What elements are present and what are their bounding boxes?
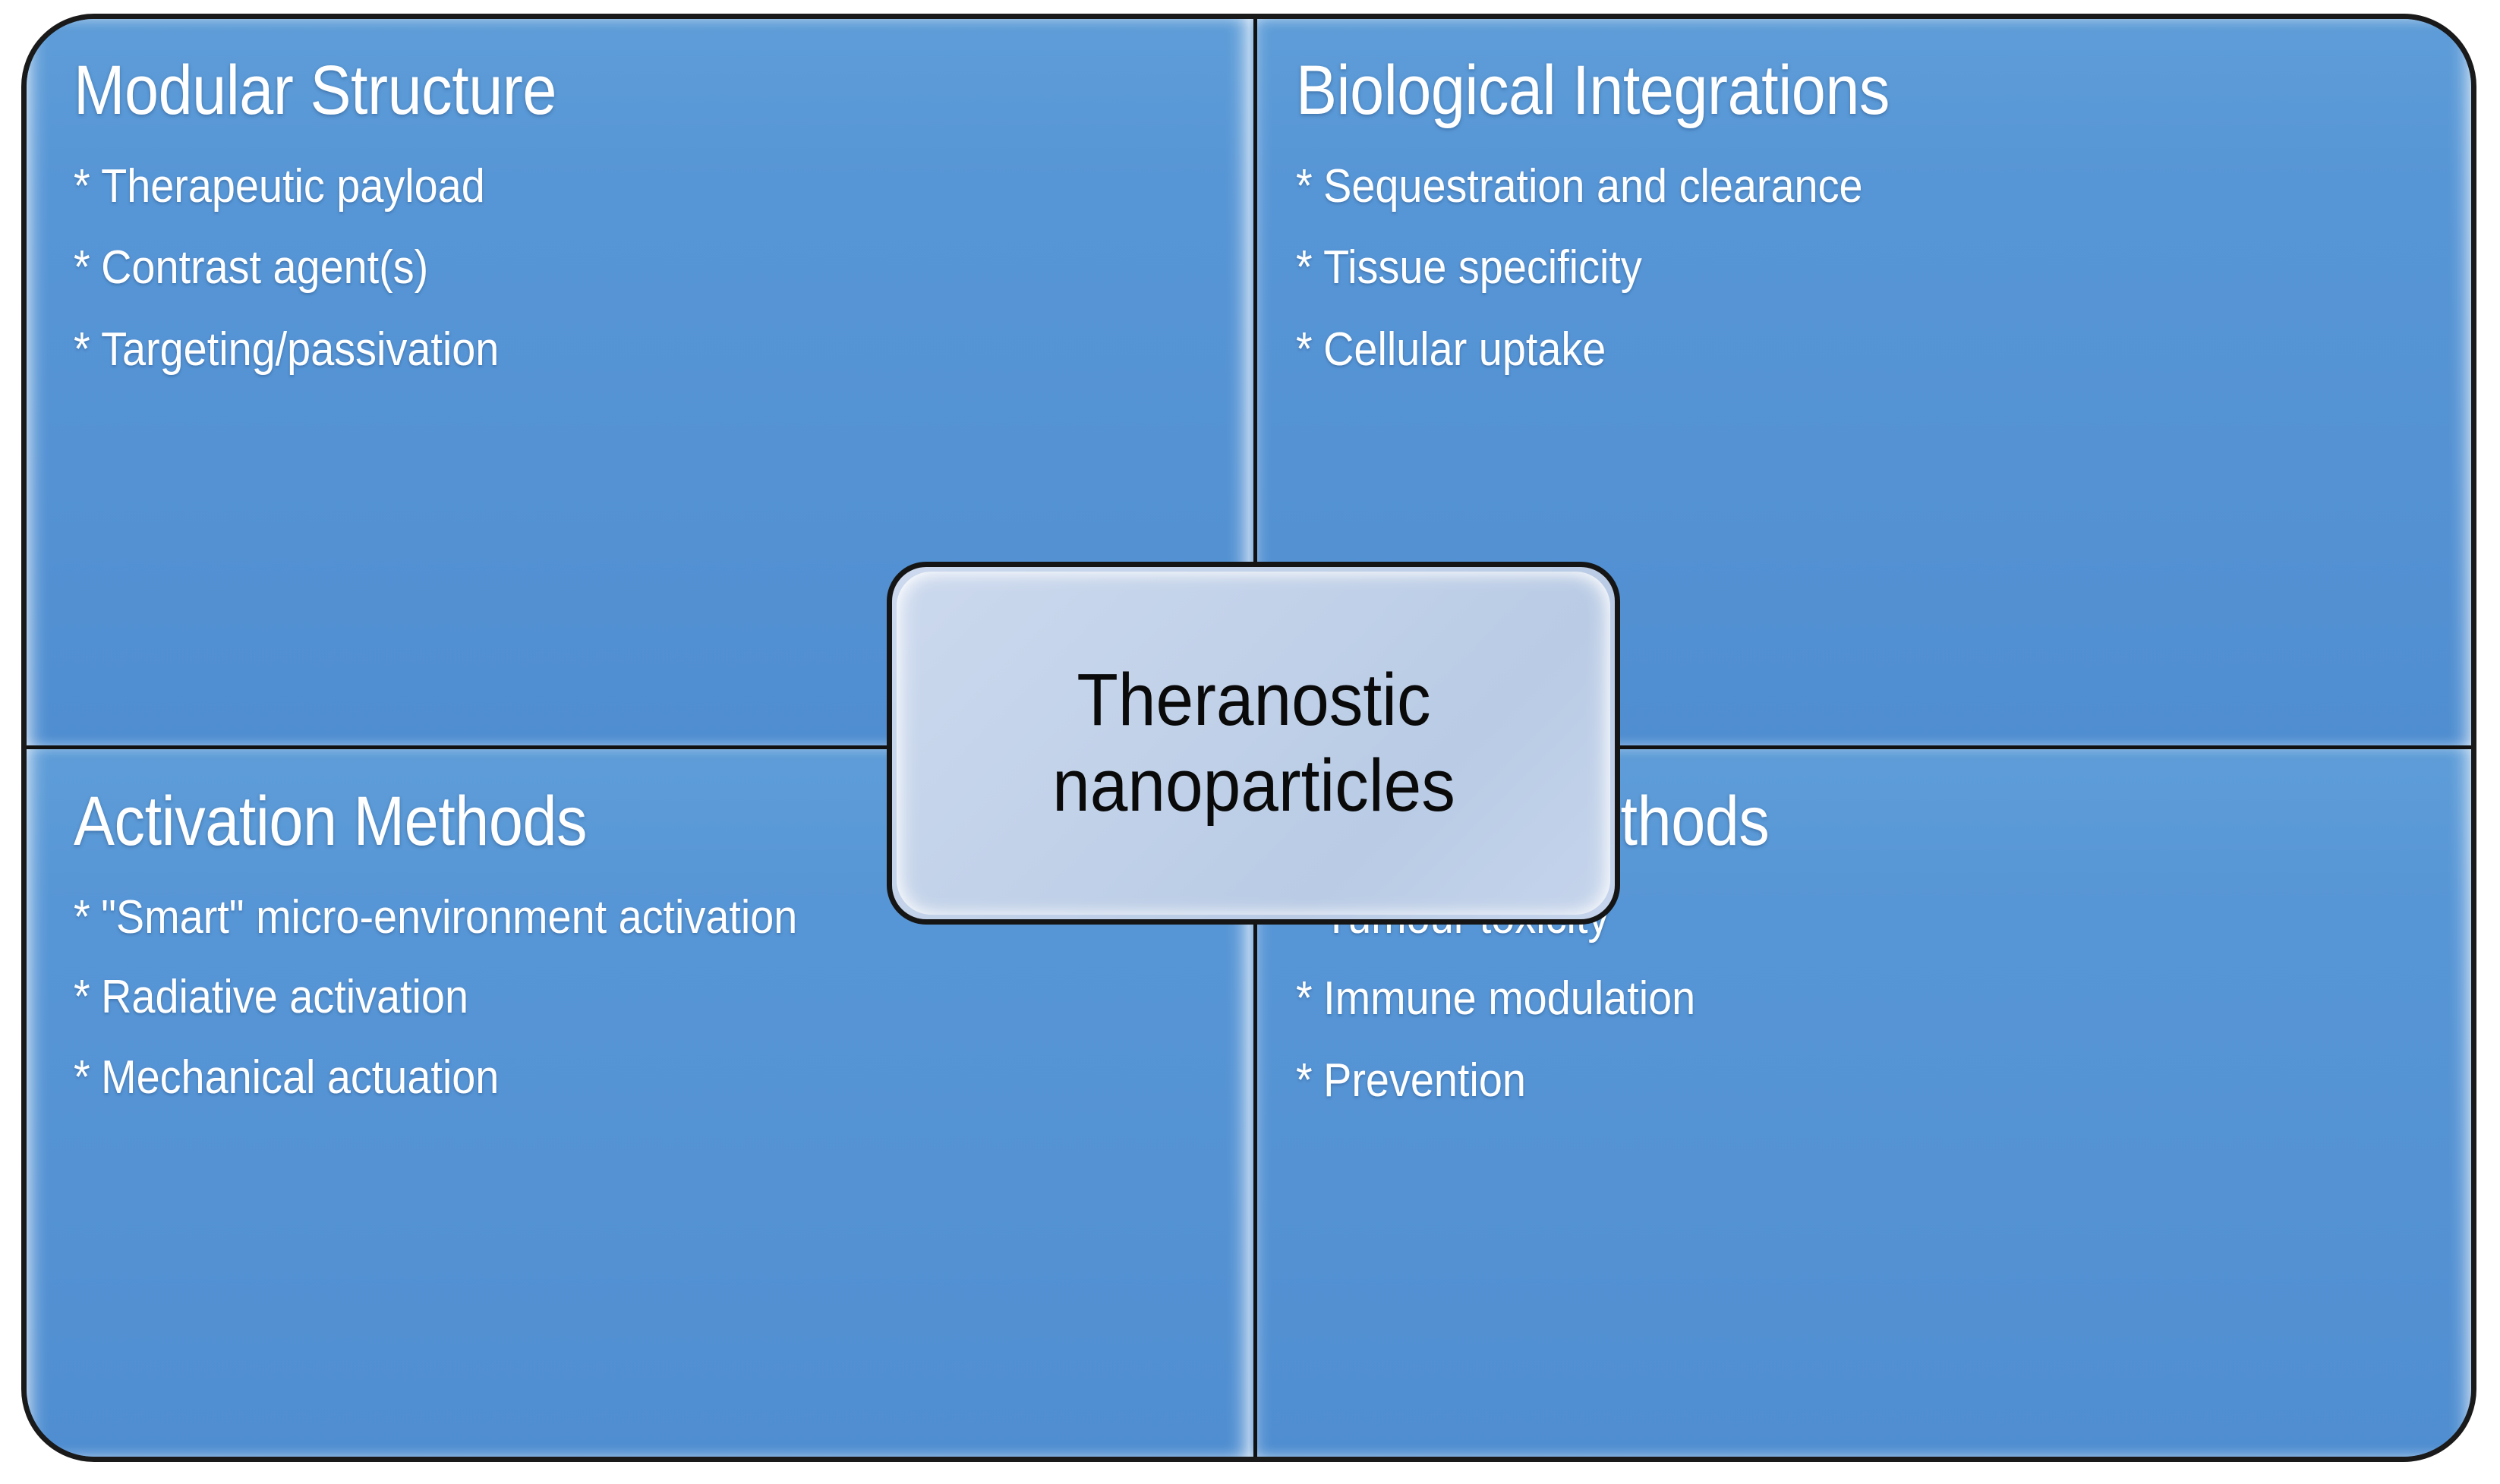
list-item-label: Radiative activation — [101, 971, 469, 1024]
list-item-label: Cellular uptake — [1323, 323, 1606, 376]
center-node-label-line-2: nanoparticles — [1051, 744, 1455, 827]
bullet-star-icon: * — [74, 159, 90, 213]
list-item: *Radiative activation — [74, 971, 1089, 1023]
list-item-label: Contrast agent(s) — [101, 241, 429, 295]
bullet-list-activation-methods: *"Smart" micro-environment activation *R… — [74, 891, 1202, 1104]
quadrant-modular-structure[interactable]: Modular Structure *Therapeutic payload *… — [27, 19, 1249, 747]
list-item-label: Immune modulation — [1323, 972, 1696, 1026]
list-item-label: "Smart" micro-environment activation — [101, 890, 798, 944]
quadrant-grid: Modular Structure *Therapeutic payload *… — [27, 19, 2471, 1457]
bullet-star-icon: * — [1296, 972, 1313, 1026]
bullet-star-icon: * — [74, 323, 90, 376]
quadrant-title-modular-structure: Modular Structure — [74, 52, 556, 129]
list-item-label: Prevention — [1323, 1054, 1526, 1107]
list-item-label: Tissue specificity — [1323, 241, 1642, 295]
bullet-star-icon: * — [1296, 1054, 1313, 1107]
bullet-list-biological-integrations: *Sequestration and clearance *Tissue spe… — [1296, 160, 2424, 376]
bullet-star-icon: * — [74, 1051, 90, 1104]
list-item: *Prevention — [1296, 1054, 2311, 1107]
bullet-star-icon: * — [74, 971, 90, 1024]
bullet-list-modular-structure: *Therapeutic payload *Contrast agent(s) … — [74, 160, 1202, 376]
list-item: *Cellular uptake — [1296, 323, 2311, 376]
list-item-label: Sequestration and clearance — [1323, 159, 1863, 213]
list-item: *Mechanical actuation — [74, 1051, 1089, 1104]
bullet-star-icon: * — [74, 241, 90, 295]
list-item: *Immune modulation — [1296, 972, 2311, 1025]
bullet-star-icon: * — [1296, 241, 1313, 295]
center-node-label: Theranostic nanoparticles — [1052, 657, 1455, 828]
list-item-label: Therapeutic payload — [101, 159, 485, 213]
quadrant-title-activation-methods: Activation Methods — [74, 783, 588, 860]
list-item: *Tissue specificity — [1296, 241, 2311, 294]
bullet-star-icon: * — [74, 890, 90, 944]
center-node-label-line-1: Theranostic — [1076, 658, 1431, 742]
quadrant-title-biological-integrations: Biological Integrations — [1296, 52, 1890, 129]
list-item: *Therapeutic payload — [74, 160, 1089, 213]
list-item: *Sequestration and clearance — [1296, 160, 2311, 213]
bullet-star-icon: * — [1296, 159, 1313, 213]
list-item: *"Smart" micro-environment activation — [74, 891, 1089, 944]
center-node-theranostic-nanoparticles[interactable]: Theranostic nanoparticles — [887, 562, 1620, 925]
bullet-star-icon: * — [1296, 323, 1313, 376]
list-item-label: Targeting/passivation — [101, 323, 500, 376]
list-item: *Targeting/passivation — [74, 323, 1089, 376]
diagram-frame: Modular Structure *Therapeutic payload *… — [21, 14, 2476, 1462]
list-item-label: Mechanical actuation — [101, 1051, 500, 1104]
list-item: *Contrast agent(s) — [74, 241, 1089, 294]
